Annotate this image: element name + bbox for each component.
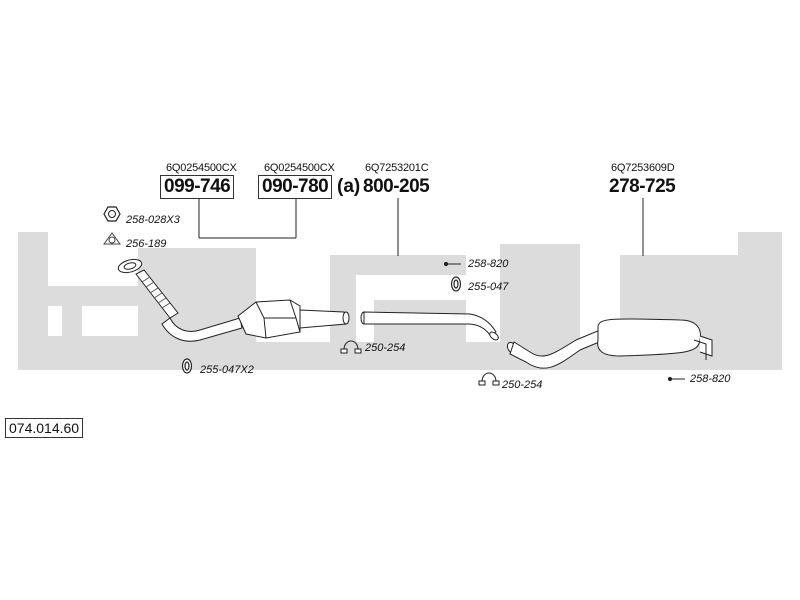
label-hanger: 258-820: [468, 258, 509, 270]
label-ring: 255-047X2: [200, 364, 254, 376]
clamp-icon: [478, 372, 500, 386]
watermark-block: [62, 306, 82, 336]
catalog-number: 074.014.60: [5, 418, 84, 438]
part-number-box[interactable]: 099-746: [160, 175, 235, 199]
part-number[interactable]: 278-725: [609, 176, 676, 197]
watermark-block: [356, 255, 466, 275]
part-number[interactable]: 800-205: [363, 176, 430, 197]
watermark-block: [18, 286, 138, 306]
part-ref-code: 6Q0254500CX: [264, 162, 335, 174]
clamp-icon: [340, 340, 362, 354]
middle-pipe-icon: [360, 311, 499, 341]
label-clamp: 250-254: [365, 342, 406, 354]
label-clamp: 250-254: [502, 379, 543, 391]
label-ring: 255-047: [468, 281, 509, 293]
hanger-icon: [443, 261, 461, 267]
gasket-icon: [103, 232, 121, 245]
rear-silencer-icon: [506, 318, 713, 369]
label-nut: 258-028X3: [126, 214, 180, 226]
part-number-box[interactable]: 090-780: [258, 175, 333, 199]
part-ref-code: 6Q0254500CX: [166, 162, 237, 174]
part-ref-code: 6Q7253201C: [365, 162, 429, 174]
label-hanger: 258-820: [690, 373, 731, 385]
seal-ring-icon: [450, 276, 462, 292]
part-ref-code: 6Q7253609D: [611, 162, 675, 174]
nut-icon: [103, 206, 121, 222]
hanger-icon: [667, 376, 685, 382]
seal-ring-icon: [181, 358, 193, 374]
front-pipe-icon: [117, 258, 243, 342]
label-gasket: 256-189: [126, 238, 167, 250]
catalytic-converter-icon: [237, 299, 350, 339]
part-suffix: (a): [337, 176, 361, 197]
